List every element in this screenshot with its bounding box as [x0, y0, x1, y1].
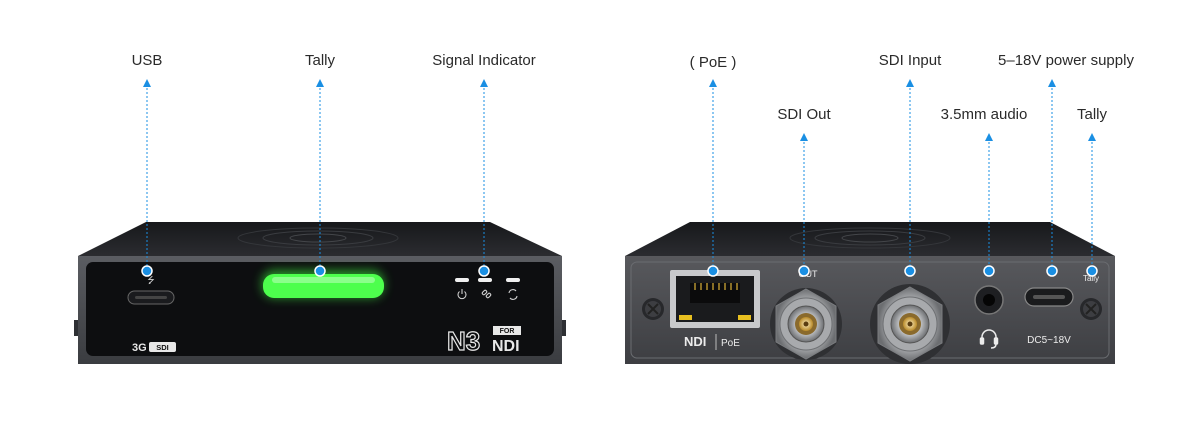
- sync-icon: [508, 289, 518, 300]
- power-led: [455, 278, 469, 282]
- svg-text:N3: N3: [447, 326, 480, 356]
- power-callout-dot: [1046, 265, 1058, 277]
- usb-symbol-icon: ⭍: [147, 275, 155, 285]
- callout-arrowheads: [143, 79, 1096, 141]
- callout-tally-rear-label: Tally: [1076, 106, 1108, 123]
- usb-callout-dot: [141, 265, 153, 277]
- power-icon: [457, 289, 467, 300]
- dc-power-usbc-port: [1024, 287, 1074, 307]
- sdi-input-callout-arrow: [906, 79, 914, 87]
- svg-text:NDI: NDI: [492, 338, 520, 355]
- svg-text:FOR: FOR: [500, 328, 515, 335]
- callout-power-label: 5–18V power supply: [998, 52, 1134, 69]
- callout-dots: [141, 265, 1098, 277]
- ndi-poe-label: NDI PoE: [684, 334, 740, 350]
- rear-device: NDI PoE OUT: [625, 222, 1115, 364]
- audio-jack: [974, 285, 1004, 315]
- sdi-out-bnc-connector: [770, 288, 842, 360]
- usb-callout-arrow: [143, 79, 151, 87]
- link-icon: [481, 289, 492, 299]
- tally-callout-arrow: [316, 79, 324, 87]
- sync-led: [506, 278, 520, 282]
- power-callout-arrow: [1048, 79, 1056, 87]
- dc-voltage-text: DC5~18V: [1027, 335, 1071, 346]
- svg-text:3G: 3G: [132, 342, 147, 354]
- signal-callout-dot: [478, 265, 490, 277]
- n3-for-ndi-logo: N3 FOR NDI: [446, 325, 521, 357]
- tally-rear-callout-dot: [1086, 265, 1098, 277]
- audio-callout-dot: [983, 265, 995, 277]
- callout-signal-indicator-label: Signal Indicator: [432, 52, 536, 69]
- poe-callout-arrow: [709, 79, 717, 87]
- rear-tally-led-screw: [1080, 298, 1102, 320]
- sdi-out-callout-dot: [798, 265, 810, 277]
- svg-text:PoE: PoE: [721, 338, 740, 349]
- svg-text:NDI: NDI: [684, 334, 706, 349]
- callout-audio-label: 3.5mm audio: [940, 106, 1028, 123]
- rear-screw-left: [642, 298, 664, 320]
- tally-callout-dot: [314, 265, 326, 277]
- tally-rear-callout-arrow: [1088, 133, 1096, 141]
- headset-icon: [979, 329, 999, 349]
- poe-callout-dot: [707, 265, 719, 277]
- callout-tally-label: Tally: [304, 52, 336, 69]
- rj45-poe-port: [670, 270, 760, 328]
- front-device: ⭍ 3G SDI N3: [74, 222, 566, 364]
- callout-sdi-out-label: SDI Out: [777, 106, 831, 123]
- callout-usb-label: USB: [131, 52, 163, 69]
- front-tally-bar: [262, 270, 384, 298]
- 3g-sdi-badge: 3G SDI: [132, 342, 176, 354]
- front-usb-port: [127, 290, 175, 305]
- signal-callout-arrow: [480, 79, 488, 87]
- rear-tally-text: Tally: [1083, 274, 1099, 283]
- sdi-input-callout-dot: [904, 265, 916, 277]
- link-led: [478, 278, 492, 282]
- sdi-input-bnc-connector: [870, 284, 950, 364]
- sdi-out-callout-arrow: [800, 133, 808, 141]
- callout-lines: [146, 84, 1093, 266]
- callout-sdi-input-label: SDI Input: [878, 52, 942, 69]
- audio-callout-arrow: [985, 133, 993, 141]
- callout-poe-label: ( PoE ): [689, 54, 737, 71]
- svg-text:SDI: SDI: [156, 343, 169, 352]
